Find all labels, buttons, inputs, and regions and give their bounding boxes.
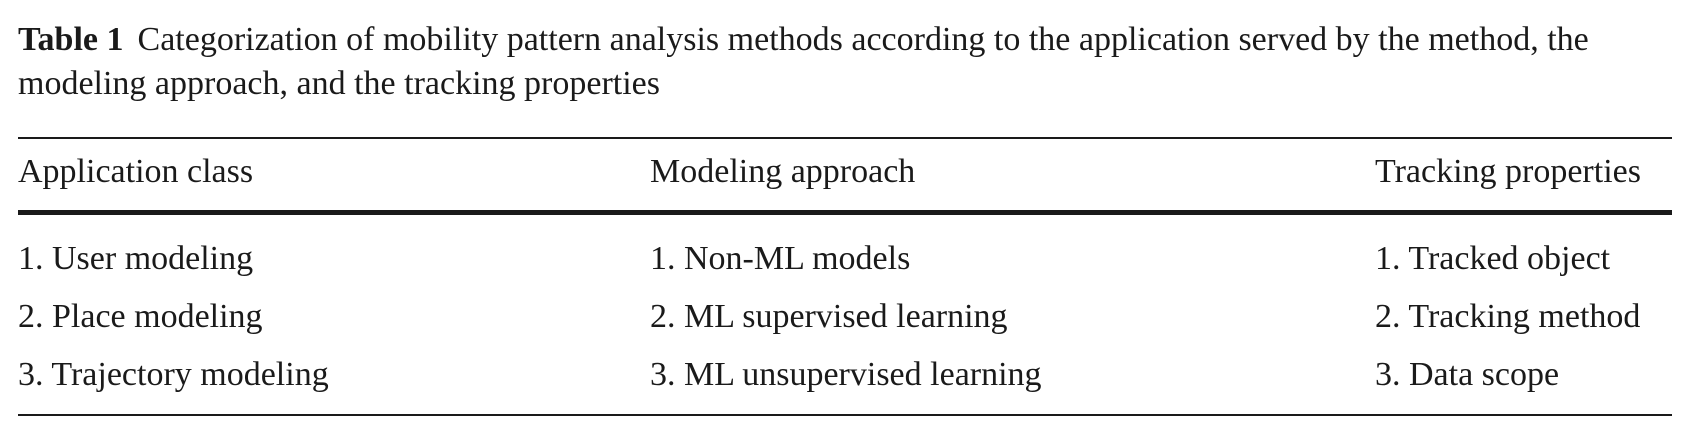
table-cell: 3. Trajectory modeling bbox=[18, 356, 329, 393]
table-cell: 2. ML supervised learning bbox=[650, 298, 1008, 335]
table-top-rule bbox=[18, 137, 1672, 139]
table-cell: 3. Data scope bbox=[1375, 356, 1560, 393]
table-header-rule bbox=[18, 210, 1672, 215]
table-cell: 1. Tracked object bbox=[1375, 240, 1611, 277]
table-cell: 1. Non-ML models bbox=[650, 240, 911, 277]
table-cell: 1. User modeling bbox=[18, 240, 254, 277]
table-header-application-class: Application class bbox=[18, 153, 254, 190]
table-header-modeling-approach: Modeling approach bbox=[650, 153, 916, 190]
table-header-tracking-properties: Tracking properties bbox=[1375, 153, 1641, 190]
table-caption-label: Table 1 bbox=[18, 21, 124, 58]
table-cell: 2. Place modeling bbox=[18, 298, 263, 335]
table-caption-text: Categorization of mobility pattern analy… bbox=[18, 21, 1589, 102]
table-bottom-rule bbox=[18, 414, 1672, 416]
table-cell: 3. ML unsupervised learning bbox=[650, 356, 1042, 393]
table-cell: 2. Tracking method bbox=[1375, 298, 1641, 335]
